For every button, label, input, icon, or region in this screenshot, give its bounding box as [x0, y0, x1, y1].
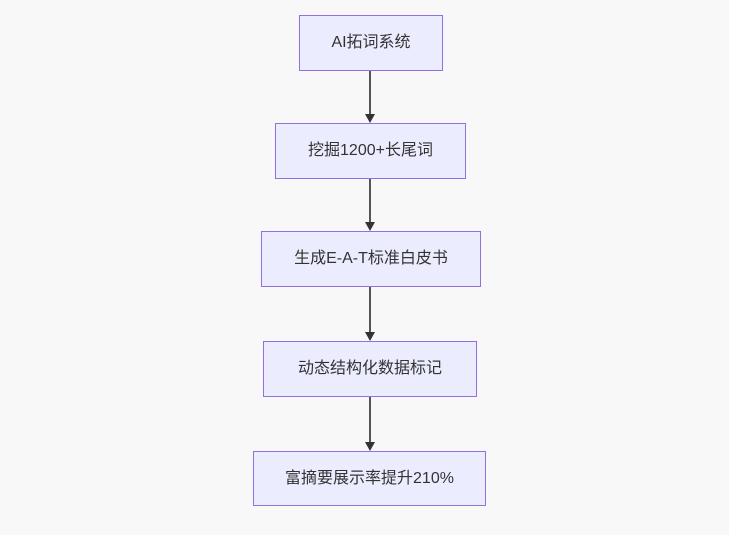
arrow-down-icon: [365, 332, 375, 341]
flow-node-label: AI拓词系统: [331, 34, 411, 52]
flow-node-label: 动态结构化数据标记: [297, 360, 442, 378]
flow-node-label: 挖掘1200+长尾词: [308, 142, 433, 160]
flow-node-label: 富摘要展示率提升210%: [285, 469, 454, 487]
edge-line: [369, 179, 371, 222]
arrow-down-icon: [365, 222, 375, 231]
edge-line: [369, 287, 371, 332]
flow-node-eat-whitepaper: 生成E-A-T标准白皮书: [261, 231, 481, 287]
arrow-down-icon: [365, 442, 375, 451]
arrow-down-icon: [365, 114, 375, 123]
edge-line: [369, 71, 371, 114]
flow-node-longtail-mining: 挖掘1200+长尾词: [275, 123, 466, 179]
flow-node-structured-data: 动态结构化数据标记: [263, 341, 477, 397]
flow-edge-4: [364, 397, 376, 451]
flow-node-label: 生成E-A-T标准白皮书: [294, 250, 448, 268]
flow-edge-2: [364, 179, 376, 231]
flow-edge-1: [364, 71, 376, 123]
flow-node-ai-word-expansion: AI拓词系统: [299, 15, 443, 71]
flow-node-rich-snippet-result: 富摘要展示率提升210%: [253, 451, 486, 506]
edge-line: [369, 397, 371, 442]
flow-edge-3: [364, 287, 376, 341]
